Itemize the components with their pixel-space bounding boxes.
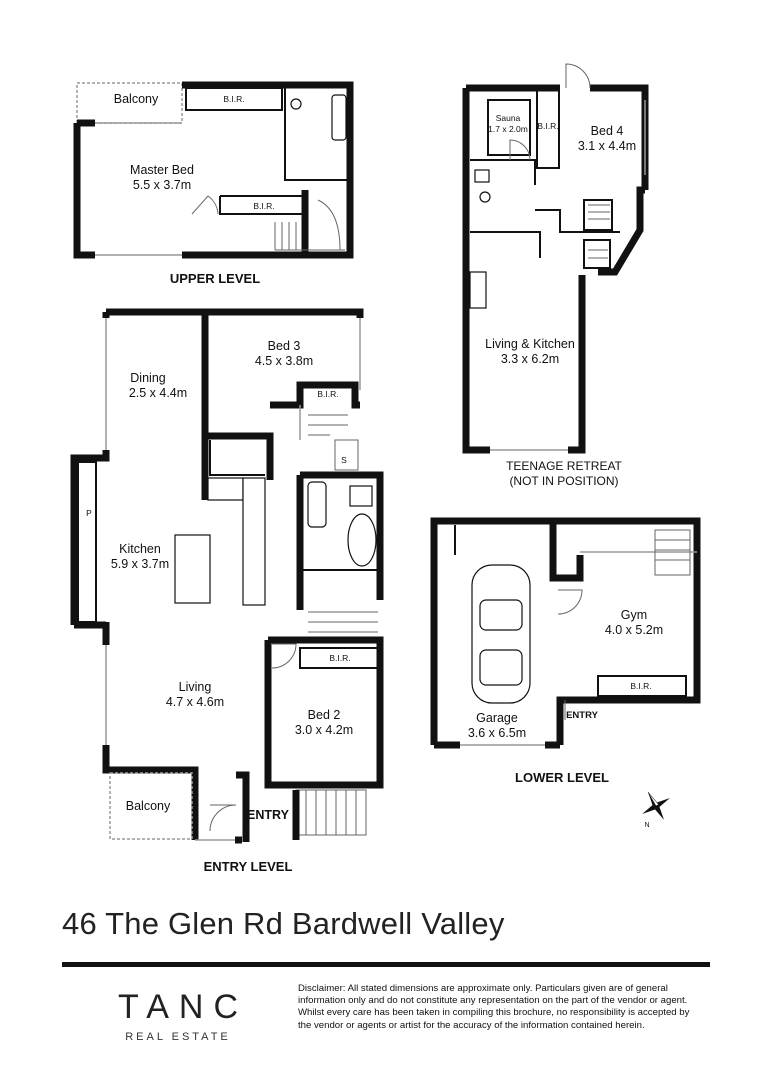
upper-level-plan: Balcony B.I.R. B.I.R. Master Bed 5.5 x 3…	[73, 81, 354, 286]
teenage-retreat-plan: Sauna 1.7 x 2.0m B.I.R. Bed 4 3.1 x 4.4m…	[462, 63, 649, 488]
bed3-dims: 4.5 x 3.8m	[255, 354, 313, 368]
master-bed-name: Master Bed	[130, 163, 194, 177]
property-address: 46 The Glen Rd Bardwell Valley	[62, 906, 505, 941]
lower-level-title: LOWER LEVEL	[515, 770, 609, 785]
entry-level-plan: P S B.I.R. B.I.R. Dining 2.5 x 4.4m Bed …	[70, 308, 384, 874]
bed3-name: Bed 3	[268, 339, 301, 353]
entry-level-title: ENTRY LEVEL	[204, 859, 293, 874]
sauna-name: Sauna	[496, 113, 521, 123]
brand-logo: TANC REAL ESTATE	[108, 988, 248, 1043]
brand-name: TANC	[118, 988, 249, 1026]
master-bed-dims: 5.5 x 3.7m	[133, 178, 191, 192]
pantry-label: P	[86, 508, 92, 518]
garage-name: Garage	[476, 711, 518, 725]
dining-dims: 2.5 x 4.4m	[129, 386, 187, 400]
living-dims: 4.7 x 4.6m	[166, 695, 224, 709]
car-icon	[471, 564, 531, 704]
compass-north-label: N	[644, 822, 649, 829]
living-kitchen-dims: 3.3 x 6.2m	[501, 352, 559, 366]
entry-balcony-label: Balcony	[126, 799, 171, 813]
bed2-dims: 3.0 x 4.2m	[295, 723, 353, 737]
bed4-name: Bed 4	[591, 124, 624, 138]
upper-level-title: UPPER LEVEL	[170, 271, 260, 286]
living-kitchen-name: Living & Kitchen	[485, 337, 575, 351]
upper-balcony-label: Balcony	[114, 92, 159, 106]
sauna-dims: 1.7 x 2.0m	[488, 124, 528, 134]
dining-name: Dining	[130, 371, 165, 385]
teenage-retreat-note: (NOT IN POSITION)	[509, 474, 618, 488]
storage-label: S	[341, 455, 347, 465]
gym-bir-label: B.I.R.	[630, 681, 651, 691]
bed2-bir-label: B.I.R.	[329, 653, 350, 663]
lower-entry-label: ENTRY	[566, 710, 599, 721]
entry-label: ENTRY	[247, 808, 290, 822]
bed4-dims: 3.1 x 4.4m	[578, 139, 636, 153]
garage-dims: 3.6 x 6.5m	[468, 726, 526, 740]
floor-plan: Balcony B.I.R. B.I.R. Master Bed 5.5 x 3…	[70, 63, 701, 874]
gym-dims: 4.0 x 5.2m	[605, 623, 663, 637]
lower-level-plan: B.I.R. Garage 3.6 x 6.5m Gym 4.0 x 5.2m …	[430, 517, 701, 785]
bed2-name: Bed 2	[308, 708, 341, 722]
living-name: Living	[179, 680, 212, 694]
divider-rule	[62, 962, 710, 967]
bed4-bir-label: B.I.R.	[537, 121, 558, 131]
disclaimer-text: Disclaimer: All stated dimensions are ap…	[298, 983, 690, 1031]
brand-tagline: REAL ESTATE	[125, 1031, 231, 1043]
kitchen-name: Kitchen	[119, 542, 161, 556]
kitchen-dims: 5.9 x 3.7m	[111, 557, 169, 571]
upper-bir-label: B.I.R.	[223, 94, 244, 104]
compass-icon	[642, 791, 670, 820]
gym-name: Gym	[621, 608, 647, 622]
bed3-bir-label: B.I.R.	[317, 389, 338, 399]
upper-bir2-label: B.I.R.	[253, 201, 274, 211]
teenage-retreat-title: TEENAGE RETREAT	[506, 459, 622, 473]
